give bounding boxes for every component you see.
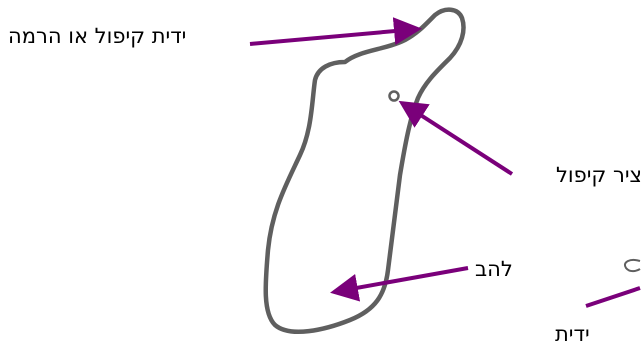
label-handle-fold-or-lift: ידית קיפול או הרמה [8, 24, 186, 48]
label-blade: להב [475, 257, 513, 281]
handle-outline-partial [624, 258, 641, 273]
label-handle: ידית [555, 322, 590, 343]
fold-axis-pivot [388, 90, 400, 102]
arrow-fold-axis [398, 100, 514, 176]
label-fold-axis: ציר קיפול [556, 163, 642, 187]
blade-outline [263, 7, 466, 334]
arrow-blade [330, 266, 469, 302]
arrow-handle-fold-or-lift [249, 17, 422, 46]
arrow-handle [585, 286, 641, 308]
